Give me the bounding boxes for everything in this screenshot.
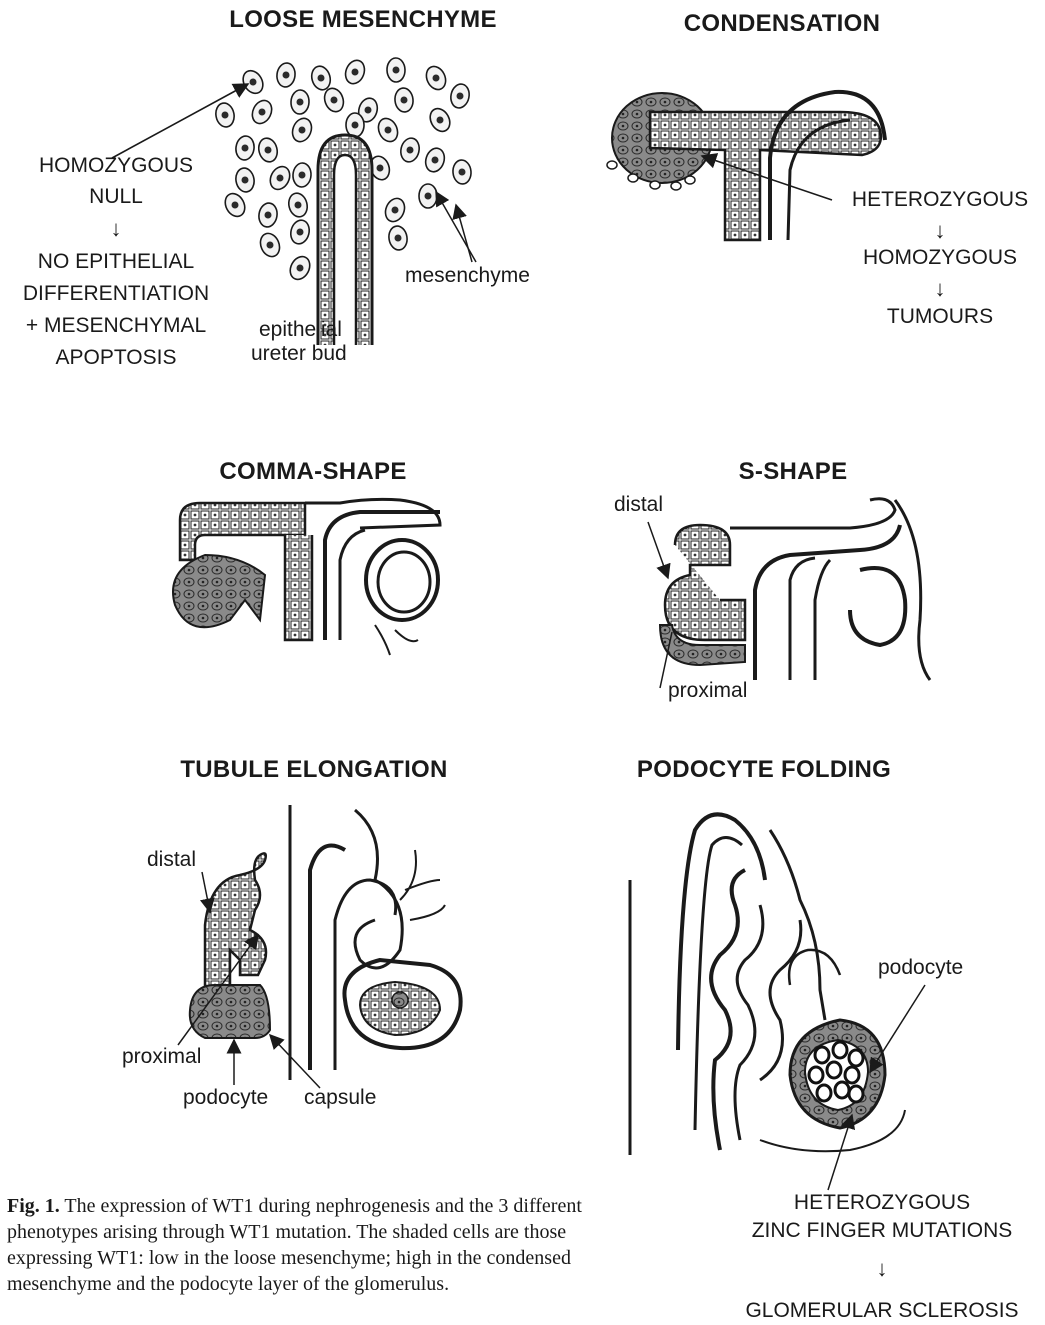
capillary-loop [849,1086,863,1102]
cell-nucleus [432,157,439,164]
cell-nucleus [457,93,464,100]
cell-nucleus [297,265,304,272]
cell-nucleus [352,122,359,129]
cell-nucleus [437,117,444,124]
cell-nucleus [297,229,304,236]
s-shape-drawing [660,499,930,680]
heading-loose-mesenchyme: LOOSE MESENCHYME [229,6,497,34]
tubule-podocyte-label: podocyte [183,1086,268,1110]
ureter-bud-label: ureter bud [251,342,347,366]
folding-phenotype-line-1: HETEROZYGOUS [794,1191,970,1215]
capillary-loop [845,1067,859,1083]
cell-nucleus [331,97,338,104]
down-arrow-icon: ↓ [935,220,946,242]
folding-phenotype-line-3: GLOMERULAR SCLEROSIS [745,1299,1018,1323]
tubule-proximal-label: proximal [122,1045,201,1069]
condensation-drawing [607,92,885,240]
loose-phenotype-line-5: + MESENCHYMAL [26,314,206,338]
down-arrow-icon: ↓ [877,1258,888,1280]
heading-condensation: CONDENSATION [684,10,881,38]
cell-nucleus [352,69,359,76]
comma-shape-drawing [173,499,440,655]
cond-phenotype-line-1: HETEROZYGOUS [852,188,1028,212]
cell-nucleus [267,242,274,249]
folding-podocyte-pointer-arrow [870,985,925,1072]
cell-nucleus [459,169,466,176]
cell-nucleus [401,97,408,104]
folding-podocyte-label: podocyte [878,956,963,980]
mesenchyme-pointer-arrow-1 [456,205,472,262]
epithelial-label: epithelial [259,318,342,342]
tubule-distal-label: distal [147,848,196,872]
loose-phenotype-line-4: DIFFERENTIATION [23,282,209,306]
cell-nucleus [385,127,392,134]
mesenchyme-label: mesenchyme [405,264,530,288]
cell-nucleus [283,72,290,79]
cell-nucleus [295,202,302,209]
cell-nucleus [395,235,402,242]
cell-nucleus [297,99,304,106]
cell-nucleus [265,212,272,219]
cell-nucleus [392,207,399,214]
cell-nucleus [242,145,249,152]
cond-phenotype-line-2: HOMOZYGOUS [863,246,1017,270]
capillary-loop [809,1067,823,1083]
cell-nucleus [250,79,257,86]
heterozygous-pointer-arrow [702,156,832,200]
cell-nucleus [242,177,249,184]
condensation-loose-cell [628,174,638,182]
capillary-loop [817,1085,831,1101]
cell-nucleus [277,175,284,182]
figure-caption: Fig. 1. The expression of WT1 during nep… [7,1193,647,1297]
capillary-loop [815,1047,829,1063]
down-arrow-icon: ↓ [111,218,122,240]
s-proximal-label: proximal [668,679,747,703]
condensation-loose-cell [671,182,681,190]
cell-nucleus [393,67,400,74]
podocyte-folding-drawing [630,814,905,1155]
cond-phenotype-line-3: TUMOURS [887,305,993,329]
cell-nucleus [433,75,440,82]
s-distal-label: distal [614,493,663,517]
down-arrow-icon: ↓ [935,278,946,300]
loose-phenotype-line-1: HOMOZYGOUS [39,154,193,178]
cell-nucleus [425,193,432,200]
capillary-loop [849,1050,863,1066]
loose-phenotype-line-2: NULL [89,185,143,209]
capillary-loop [835,1082,849,1098]
tubule-distal-pointer-arrow [202,872,210,912]
condensation-loose-cell [685,176,695,184]
heading-podocyte-folding: PODOCYTE FOLDING [637,756,891,784]
cell-nucleus [259,109,266,116]
ureter-bud-drawing [318,135,372,345]
cell-nucleus [318,75,325,82]
cell-nucleus [365,107,372,114]
cell-nucleus [299,172,306,179]
heading-s-shape: S-SHAPE [739,458,848,486]
loose-phenotype-line-3: NO EPITHELIAL [38,250,194,274]
cell-nucleus [407,147,414,154]
cell-nucleus [265,147,272,154]
mesenchyme-pointer-arrow-2 [436,192,476,262]
tubule-elongation-drawing [190,805,461,1080]
cell-nucleus [299,127,306,134]
cell-nucleus [222,112,229,119]
cell-nucleus [232,202,239,209]
capillary-loop [827,1062,841,1078]
s-distal-pointer-arrow [648,522,668,578]
cell-nucleus [377,165,384,172]
caption-label: Fig. 1. [7,1195,60,1217]
condensation-loose-cell [607,161,617,169]
caption-text: The expression of WT1 during nephrogenes… [7,1195,582,1295]
tubule-capsule-pointer-arrow [270,1035,320,1088]
capillary-loop [833,1042,847,1058]
folding-phenotype-line-2: ZINC FINGER MUTATIONS [752,1219,1013,1243]
loose-phenotype-line-6: APOPTOSIS [56,346,177,370]
condensation-loose-cell [650,181,660,189]
heading-tubule-elongation: TUBULE ELONGATION [180,756,447,784]
tubule-capsule-label: capsule [304,1086,376,1110]
heading-comma-shape: COMMA-SHAPE [219,458,406,486]
